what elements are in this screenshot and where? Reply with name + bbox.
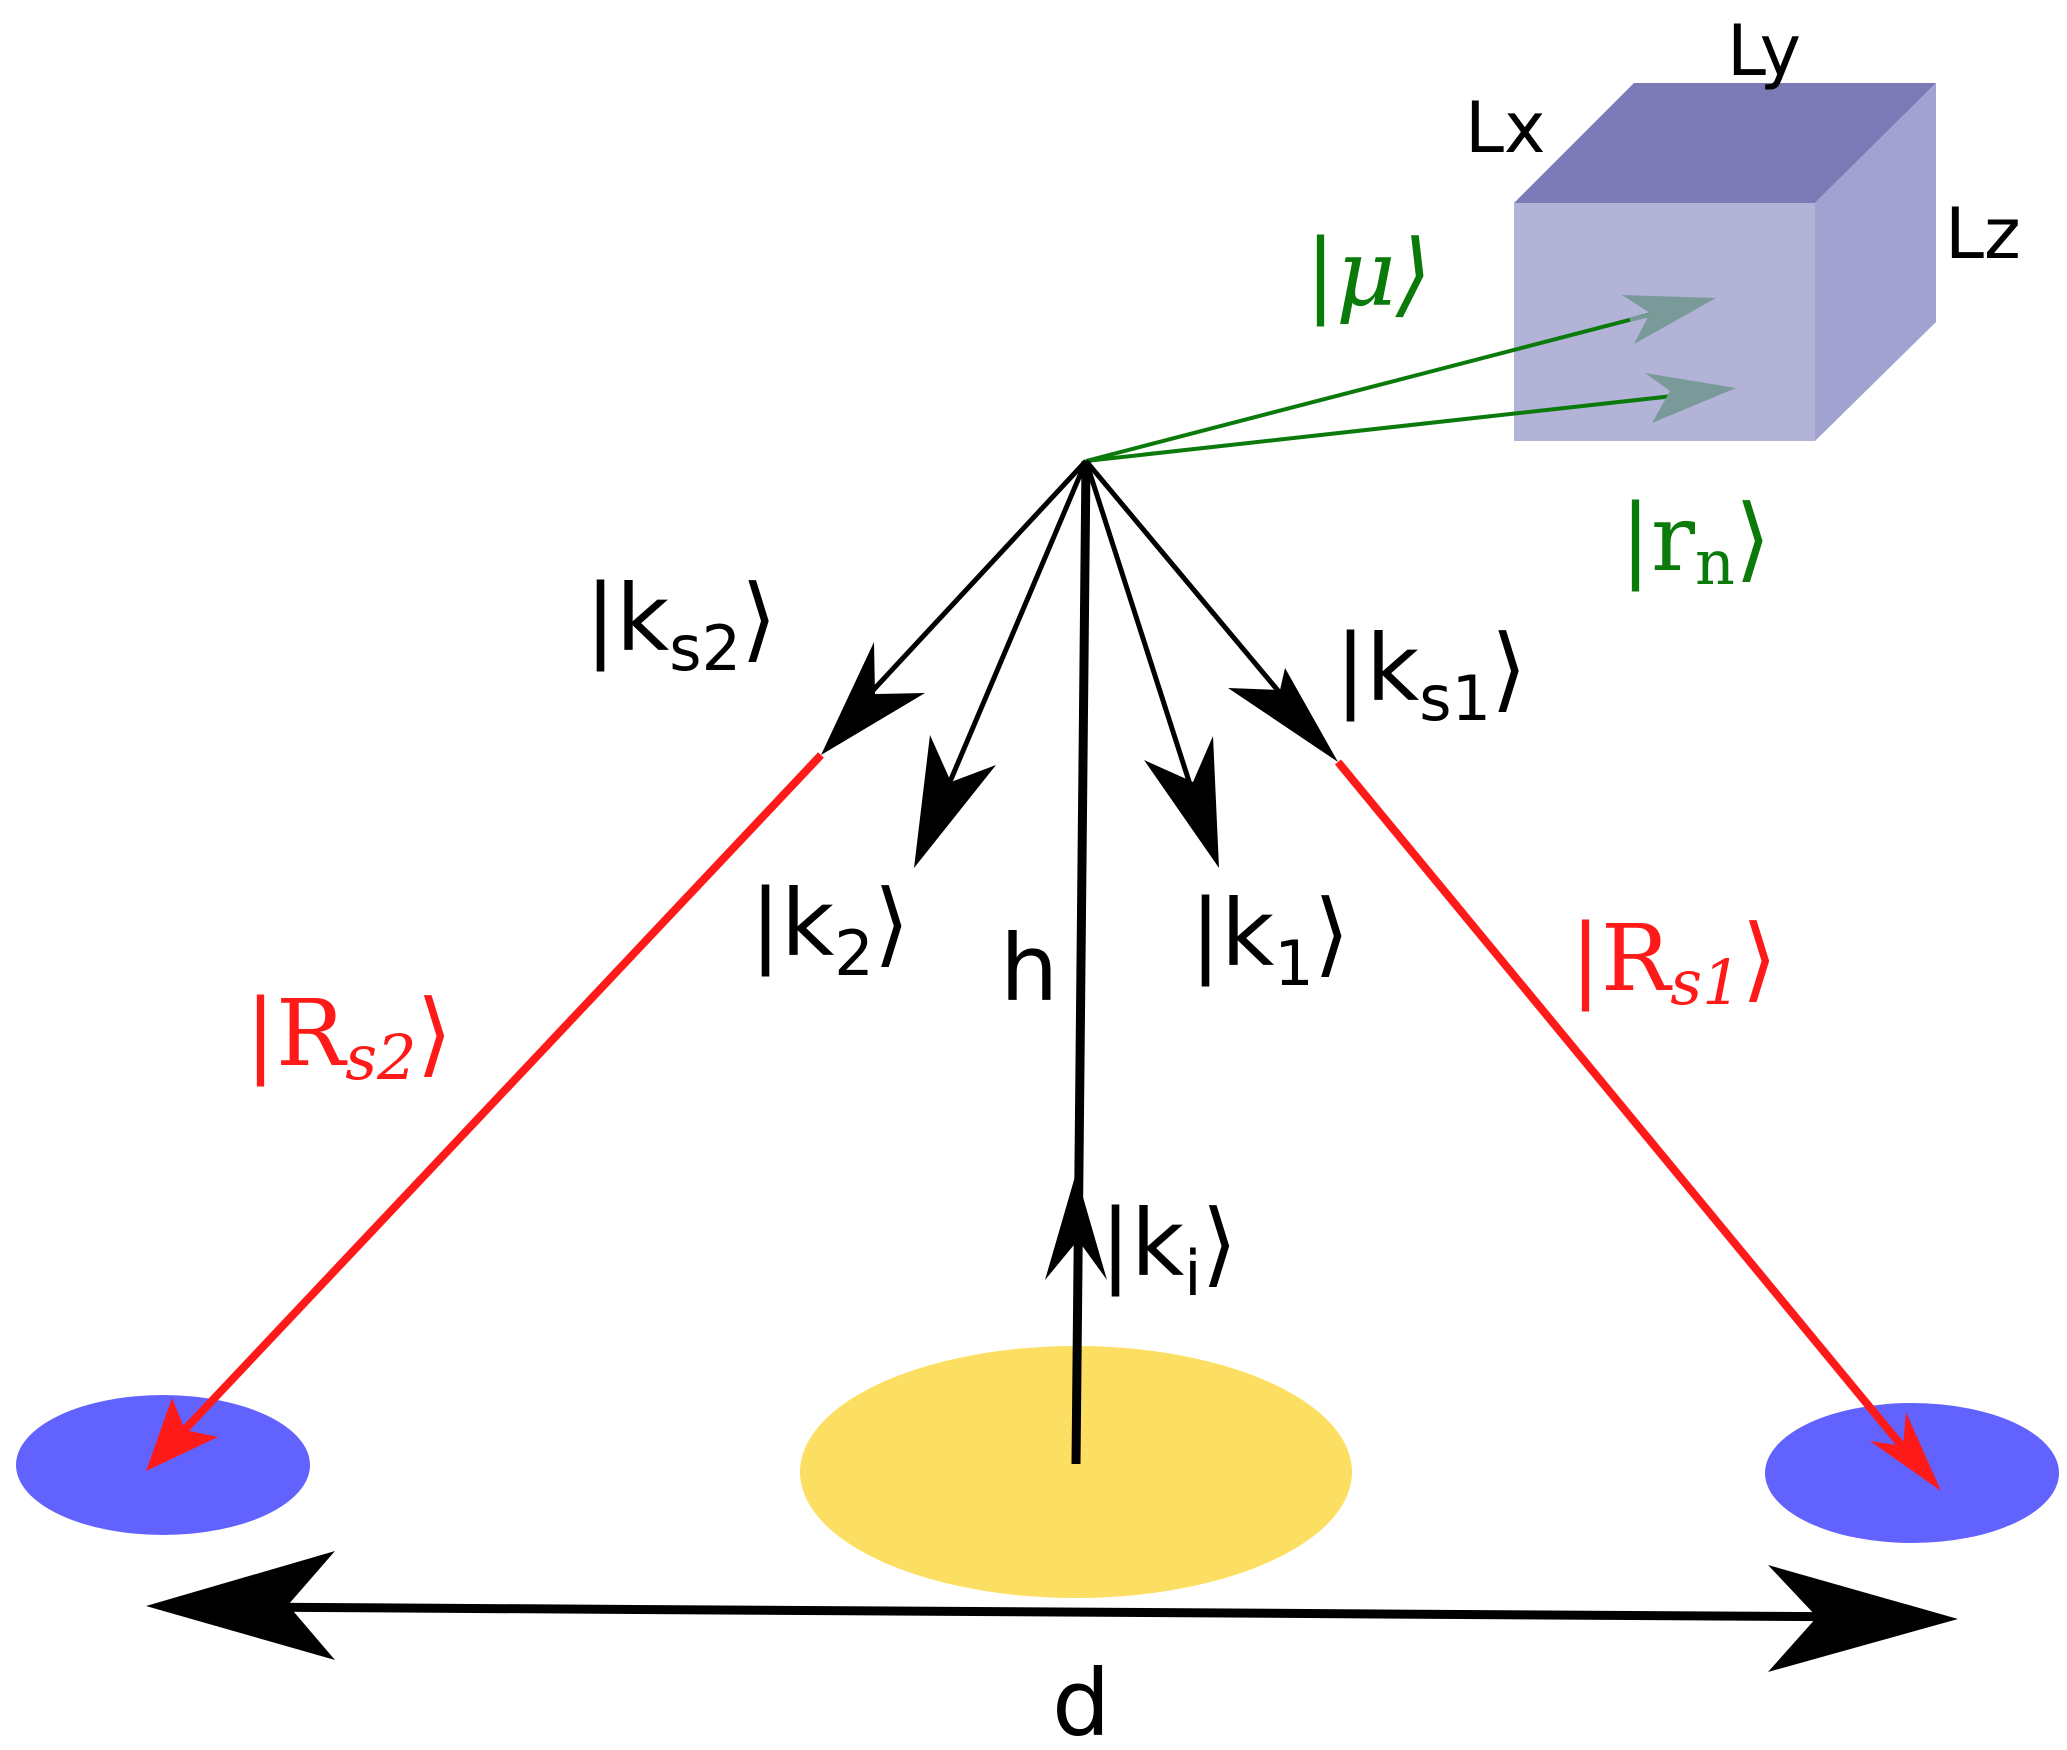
box-top-face — [1514, 83, 1936, 203]
arrowhead — [1622, 295, 1716, 344]
h-label: h — [1000, 915, 1058, 1022]
ki-arrowhead — [1045, 1173, 1107, 1280]
ki-ket-label: |ki⟩ — [1100, 1190, 1237, 1310]
box-side-face — [1815, 83, 1936, 441]
d-line — [229, 1602, 1881, 1622]
detector-right — [1765, 1403, 2059, 1543]
k2-arrowhead — [914, 735, 996, 868]
d-label: d — [1052, 1650, 1110, 1750]
mu-ket-label: |μ⟩ — [1305, 220, 1432, 327]
arrowhead — [1645, 373, 1736, 423]
mu-arrow — [1085, 295, 1716, 463]
k2-ket-label: |k2⟩ — [750, 870, 910, 990]
detector-left — [16, 1395, 310, 1535]
k2-line — [935, 460, 1089, 811]
k1-ket-label: |k1⟩ — [1190, 880, 1350, 1000]
rs1-ket-label: |Rs1⟩ — [1570, 905, 1777, 1019]
rs2-line — [172, 752, 824, 1443]
ks2-arrowhead — [821, 642, 925, 755]
box-ly-label: Ly — [1727, 10, 1801, 92]
d-arrowhead-right — [1768, 1565, 1958, 1672]
ks1-arrowhead — [1228, 668, 1338, 762]
rn-arrow — [1085, 373, 1736, 463]
ks1-line — [1084, 459, 1292, 707]
rn-ket-label: |rn⟩ — [1620, 485, 1771, 599]
ks2-ket-label: |ks2⟩ — [585, 565, 777, 685]
h-line — [1071, 460, 1091, 1465]
ks1-ket-label: |ks1⟩ — [1335, 615, 1527, 735]
box-lx-label: Lx — [1465, 87, 1545, 169]
rs2-arrowhead — [146, 1398, 218, 1471]
rs1-arrowhead — [1870, 1412, 1941, 1491]
k1-line — [1083, 460, 1198, 801]
ks2-line — [836, 459, 1088, 730]
box-lz-label: Lz — [1945, 193, 2021, 275]
d-arrowhead-left — [146, 1551, 335, 1660]
source-ellipse — [800, 1346, 1352, 1598]
k1-arrowhead — [1144, 736, 1219, 868]
rs2-ket-label: |Rs2⟩ — [245, 980, 452, 1094]
rs1-line — [1334, 759, 1919, 1465]
